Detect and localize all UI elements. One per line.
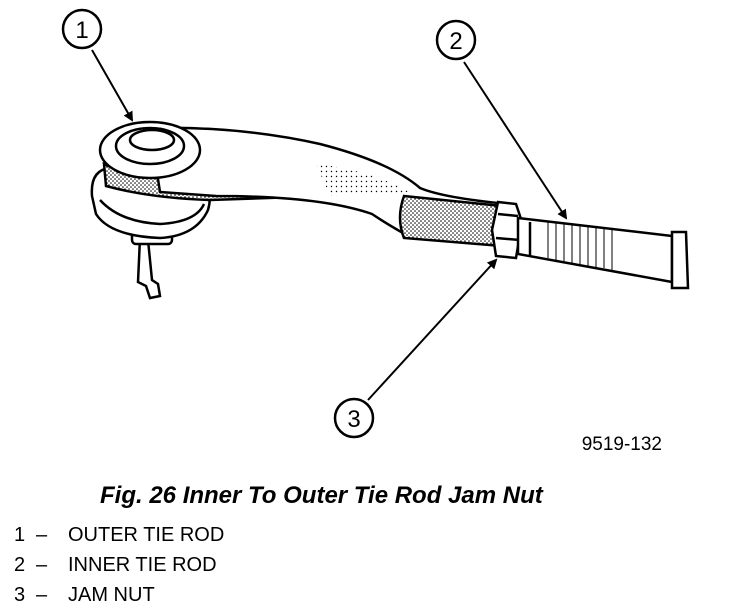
callout-2: 2: [435, 19, 568, 220]
legend-item-number: 2: [14, 554, 26, 576]
legend-item-label: JAM NUT: [68, 584, 155, 606]
jam-nut-drawing: [490, 200, 524, 260]
callout-3-label: 3: [347, 406, 360, 433]
callout-2-leader: [463, 61, 568, 220]
callout-3-leader: [367, 258, 498, 401]
legend-item-dash: –: [36, 524, 48, 546]
figure-id: 9519-132: [582, 434, 662, 455]
callout-2-circle: [435, 19, 477, 61]
callout-3-circle: [333, 397, 375, 439]
legend-item: 3–JAM NUT: [14, 580, 224, 610]
callout-1-leader: [91, 49, 133, 122]
legend-item: 1–OUTER TIE ROD: [14, 520, 224, 550]
legend-list: 1–OUTER TIE ROD 2–INNER TIE ROD 3–JAM NU…: [14, 520, 224, 610]
legend-item-number: 3: [14, 584, 26, 606]
legend-item-label: INNER TIE ROD: [68, 554, 217, 576]
callout-1-circle: [61, 8, 103, 50]
legend-item-label: OUTER TIE ROD: [68, 524, 225, 546]
legend-item: 2–INNER TIE ROD: [14, 550, 224, 580]
outer-tie-rod-drawing: [90, 120, 510, 300]
figure-caption: Fig. 26 Inner To Outer Tie Rod Jam Nut: [100, 482, 543, 509]
tie-rod-illustration: 1 2 3 9519-132: [61, 8, 690, 455]
legend-item-dash: –: [36, 554, 48, 576]
callout-1: 1: [61, 8, 133, 122]
legend-item-dash: –: [36, 584, 48, 606]
legend-item-number: 1: [14, 524, 26, 546]
inner-tie-rod-drawing: [516, 216, 690, 290]
callout-1-label: 1: [75, 17, 88, 44]
callout-2-label: 2: [449, 28, 462, 55]
callout-3: 3: [333, 258, 498, 439]
